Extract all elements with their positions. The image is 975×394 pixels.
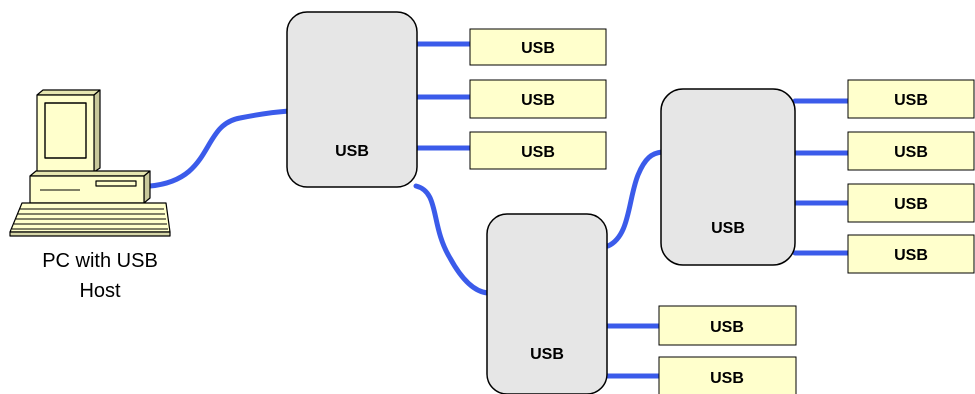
device-box: USB xyxy=(469,131,607,170)
device-box: USB xyxy=(658,356,797,394)
device-label: USB xyxy=(894,144,928,161)
device-label: USB xyxy=(521,92,555,109)
hub-1: USB xyxy=(286,11,418,188)
device-label: USB xyxy=(894,92,928,109)
hub-2-label: USB xyxy=(530,346,564,363)
device-box: USB xyxy=(469,28,607,66)
device-box: USB xyxy=(658,305,797,346)
hub-1-label: USB xyxy=(335,143,369,160)
device-label: USB xyxy=(894,247,928,264)
cable-hub1-to-hub2 xyxy=(413,183,491,296)
cable-hub2-to-hub3 xyxy=(605,149,665,249)
hub-2: USB xyxy=(486,213,608,394)
hub-3: USB xyxy=(660,88,796,266)
device-box: USB xyxy=(847,79,975,119)
device-label: USB xyxy=(521,144,555,161)
pc-caption-line2: Host xyxy=(79,280,121,302)
device-box: USB xyxy=(847,234,975,274)
pc-caption-line1: PC with USB xyxy=(42,250,158,272)
cable-pc-to-hub1 xyxy=(147,108,292,189)
cables xyxy=(147,41,851,379)
device-box: USB xyxy=(847,183,975,223)
device-label: USB xyxy=(894,196,928,213)
device-box: USB xyxy=(469,79,607,119)
device-label: USB xyxy=(521,40,555,57)
device-label: USB xyxy=(710,370,744,387)
desktop-computer-icon xyxy=(9,89,171,237)
hub-3-label: USB xyxy=(711,220,745,237)
device-box: USB xyxy=(847,131,975,171)
pc-caption: PC with USB Host xyxy=(10,246,190,306)
device-label: USB xyxy=(710,319,744,336)
